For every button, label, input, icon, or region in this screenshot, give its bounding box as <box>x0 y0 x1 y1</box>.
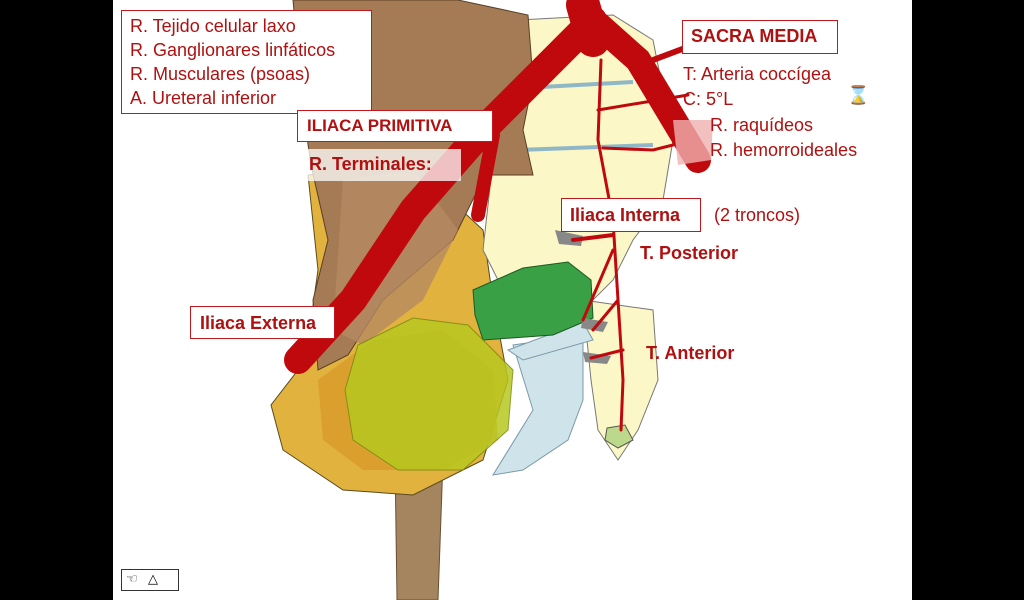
iliaca-interna-label: Iliaca Interna <box>561 198 701 232</box>
hemorroideales-label: R. hemorroideales <box>710 140 858 160</box>
iliaca-primitiva-label: ILIACA PRIMITIVA <box>297 110 493 142</box>
terminales-label: R. Terminales: <box>300 149 461 181</box>
sacra-media-label: SACRA MEDIA <box>682 20 838 54</box>
sacra-terminal-label: T: Arteria coccígea <box>683 64 832 84</box>
pelvis-anatomy-illustration <box>270 0 713 600</box>
branch-3: R. Musculares (psoas) <box>130 64 311 84</box>
sacra-collateral-label: C: 5°L <box>683 89 734 109</box>
slide-navigation-icon[interactable]: ☜△ <box>121 569 179 591</box>
slide: R. Tejido celular laxo R. Ganglionares l… <box>113 0 912 600</box>
hourglass-icon: ⌛ <box>847 85 870 105</box>
iliaca-externa-label: Iliaca Externa <box>190 306 335 339</box>
tronco-anterior-label: T. Anterior <box>646 343 735 363</box>
dos-troncos-label: (2 troncos) <box>714 205 801 225</box>
branches-list-box: R. Tejido celular laxo R. Ganglionares l… <box>121 10 372 114</box>
branch-1: R. Tejido celular laxo <box>130 16 296 36</box>
tronco-posterior-label: T. Posterior <box>640 243 739 263</box>
branch-4: A. Ureteral inferior <box>130 88 277 108</box>
branch-2: R. Ganglionares linfáticos <box>130 40 336 60</box>
raquideos-label: R. raquídeos <box>710 115 814 135</box>
